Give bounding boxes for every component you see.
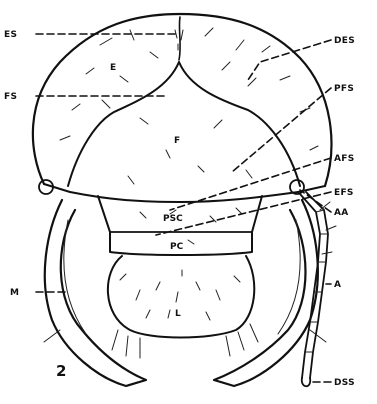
label-DES: DES	[334, 36, 355, 46]
mandibles	[45, 200, 318, 386]
region-F: F	[174, 136, 180, 146]
region-labels: E F PSC PC L	[110, 63, 184, 319]
label-AFS: AFS	[334, 154, 355, 164]
label-A: A	[334, 280, 341, 290]
label-M: M	[10, 288, 19, 298]
head-lower-edge-left	[44, 184, 70, 192]
label-FS: FS	[4, 92, 17, 102]
label-AA: AA	[334, 208, 349, 218]
region-L: L	[175, 309, 181, 319]
label-PFS: PFS	[334, 84, 354, 94]
leader-PFS	[232, 88, 331, 172]
frons-outline	[68, 62, 300, 186]
labrum-outline	[108, 256, 254, 338]
leader-DES	[248, 40, 331, 80]
clypeus-top-edge	[70, 192, 298, 202]
label-ES: ES	[4, 30, 17, 40]
antenna-tip	[302, 378, 310, 386]
mandible-right	[214, 200, 318, 386]
head-capsule	[33, 14, 332, 192]
epicranial-suture	[179, 17, 180, 60]
clypeus	[70, 192, 298, 255]
antennal-sockets	[39, 180, 304, 194]
label-EFS: EFS	[334, 188, 354, 198]
mandible-left-inner	[64, 220, 86, 334]
region-PSC: PSC	[163, 214, 183, 224]
figure-number: 2	[56, 362, 66, 380]
mandible-left	[45, 200, 146, 386]
region-PC: PC	[170, 242, 184, 252]
label-DSS: DSS	[334, 378, 355, 388]
region-E: E	[110, 63, 116, 73]
